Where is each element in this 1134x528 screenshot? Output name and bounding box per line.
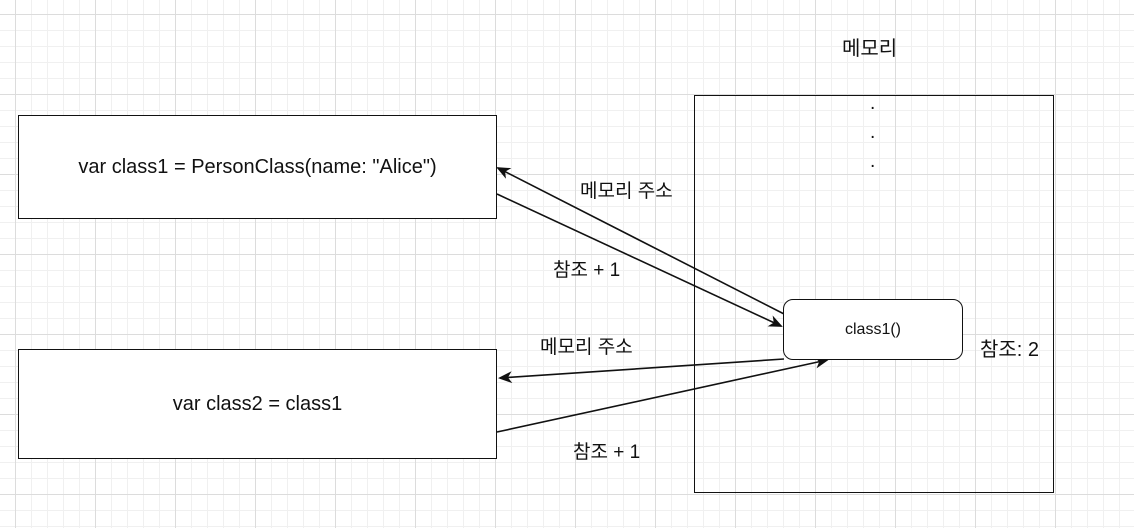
arrow-class1-to-memory: [496, 193, 783, 327]
class2-declaration-box: var class2 = class1: [18, 349, 497, 459]
memory-ellipsis-dot: .: [870, 93, 876, 114]
class2-reference-increment-label: 참조 + 1: [573, 442, 641, 463]
class1-memory-address-label: 메모리 주소: [580, 181, 673, 202]
memory-region: [694, 95, 1054, 493]
memory-title: 메모리: [842, 38, 898, 60]
class1-reference-increment-label: 참조 + 1: [553, 260, 621, 281]
reference-count-label: 참조: 2: [980, 339, 1040, 361]
arrow-memory-to-class2: [498, 358, 785, 384]
class2-memory-address-label: 메모리 주소: [540, 337, 633, 358]
memory-ellipsis-dot: .: [870, 151, 876, 172]
class2-declaration-code: var class2 = class1: [172, 392, 343, 415]
class1-declaration-box: var class1 = PersonClass(name: "Alice"): [18, 115, 497, 219]
arrow-class2-to-memory: [496, 356, 829, 433]
memory-ellipsis-dot: .: [870, 122, 876, 143]
class1-object-label: class1(): [844, 320, 901, 338]
arrow-memory-to-class1: [496, 167, 789, 317]
class1-object-instance: class1(): [783, 299, 963, 360]
class1-declaration-code: var class1 = PersonClass(name: "Alice"): [78, 155, 437, 178]
